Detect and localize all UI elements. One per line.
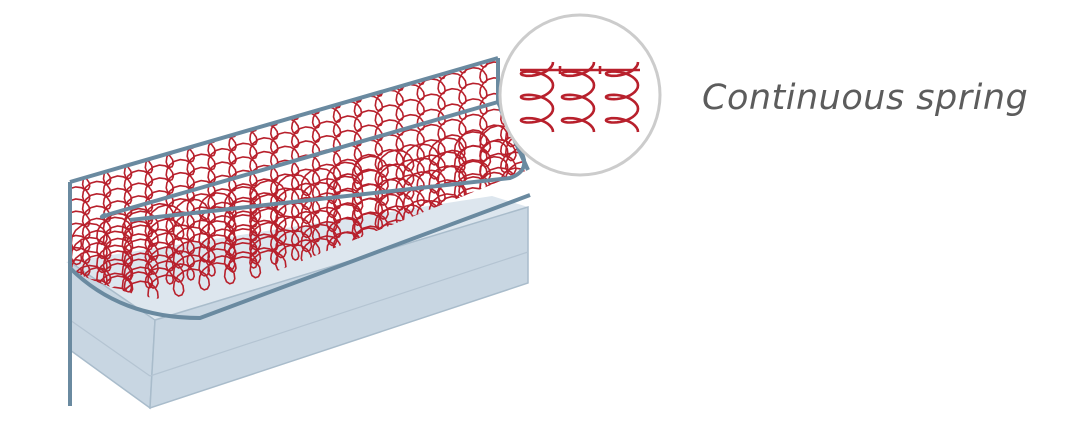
frame-lower-loop <box>68 193 531 320</box>
frame-upper-loop <box>99 100 499 219</box>
zoom-coil <box>560 61 596 133</box>
zoom-spring-detail <box>519 61 640 133</box>
spring-row <box>70 103 528 233</box>
zoom-circle-fill <box>500 15 660 175</box>
zoom-coil-link <box>520 66 640 74</box>
foam-side-face <box>149 205 529 410</box>
zoom-circle-ring <box>498 13 662 177</box>
frame-top-edge <box>69 56 499 184</box>
spring-row <box>70 71 528 209</box>
caption-label: Continuous spring <box>702 78 1029 118</box>
foam-base <box>66 196 529 410</box>
spring-row <box>70 87 528 221</box>
zoom-magnifier <box>498 13 662 177</box>
zoom-coil <box>604 61 640 133</box>
foam-crease <box>149 251 529 377</box>
zoom-coil <box>519 61 555 133</box>
foam-crease-front <box>69 319 151 377</box>
